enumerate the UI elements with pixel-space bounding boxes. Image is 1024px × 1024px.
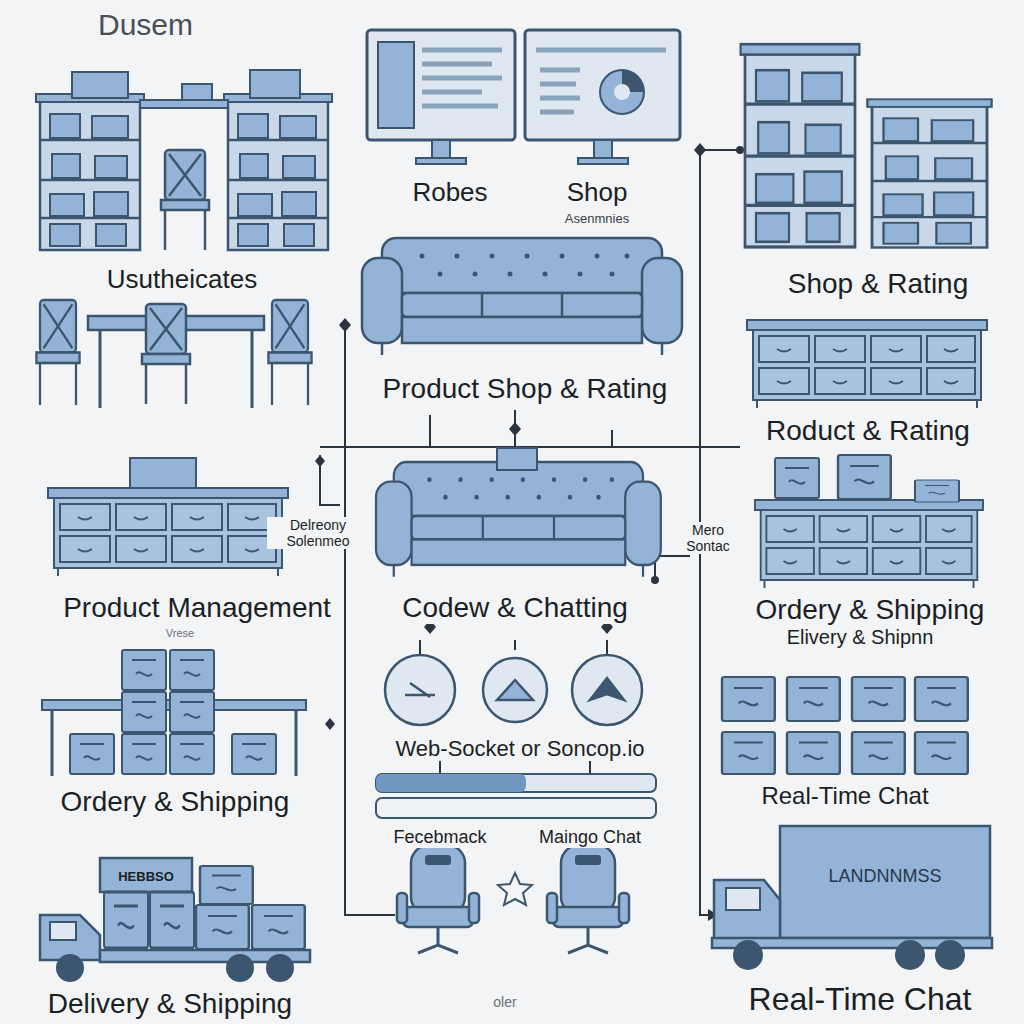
label: Maingo Chat — [536, 827, 644, 848]
label: Roduct & Rating — [763, 415, 973, 447]
label: oler — [490, 994, 519, 1010]
label: Shop & Rating — [785, 268, 972, 300]
label: Elivery & Shipnn — [784, 626, 937, 649]
monitor-screens — [367, 30, 680, 164]
title: Dusem — [95, 8, 196, 43]
label: Mero Sontac — [673, 522, 743, 554]
label: Real-Time Chat — [746, 981, 975, 1018]
label: Codew & Chatting — [399, 592, 631, 624]
label: HEBBSO — [115, 870, 177, 885]
table-crates — [42, 650, 306, 776]
sofa — [376, 448, 661, 577]
progress-bar — [376, 774, 656, 818]
label: Product Shop & Rating — [380, 373, 671, 405]
junction-dots — [315, 143, 744, 921]
dresser-with-box — [48, 458, 288, 576]
label: Ordery & Shipping — [58, 786, 293, 818]
label: Product Management — [60, 592, 334, 624]
label: LANDNNMSS — [825, 866, 944, 887]
label: Shop — [564, 178, 631, 208]
crates — [722, 677, 968, 774]
label: Ordery & Shipping — [753, 594, 988, 626]
label: Usutheicates — [104, 265, 260, 295]
label: Vrese — [163, 627, 197, 640]
label: Real-Time Chat — [758, 782, 931, 810]
shelf-unit — [867, 99, 991, 247]
sofa — [362, 238, 682, 355]
dining-table — [36, 300, 311, 408]
delivery-truck — [712, 826, 992, 970]
desk-shelves — [36, 70, 332, 250]
label: Delreony Solenmeo — [267, 517, 369, 549]
label: Fecebmack — [390, 827, 489, 848]
chairs — [397, 845, 629, 953]
dresser — [747, 320, 987, 408]
shelf-unit — [741, 44, 860, 247]
dresser-with-crates — [755, 455, 983, 588]
label: Delivery & Shipping — [45, 988, 295, 1020]
label: Asenmnies — [562, 212, 632, 227]
chat-icons — [385, 655, 642, 725]
label: Web-Socket or Soncop.io — [392, 736, 647, 761]
flatbed-truck — [40, 858, 310, 982]
label: Robes — [409, 178, 490, 208]
